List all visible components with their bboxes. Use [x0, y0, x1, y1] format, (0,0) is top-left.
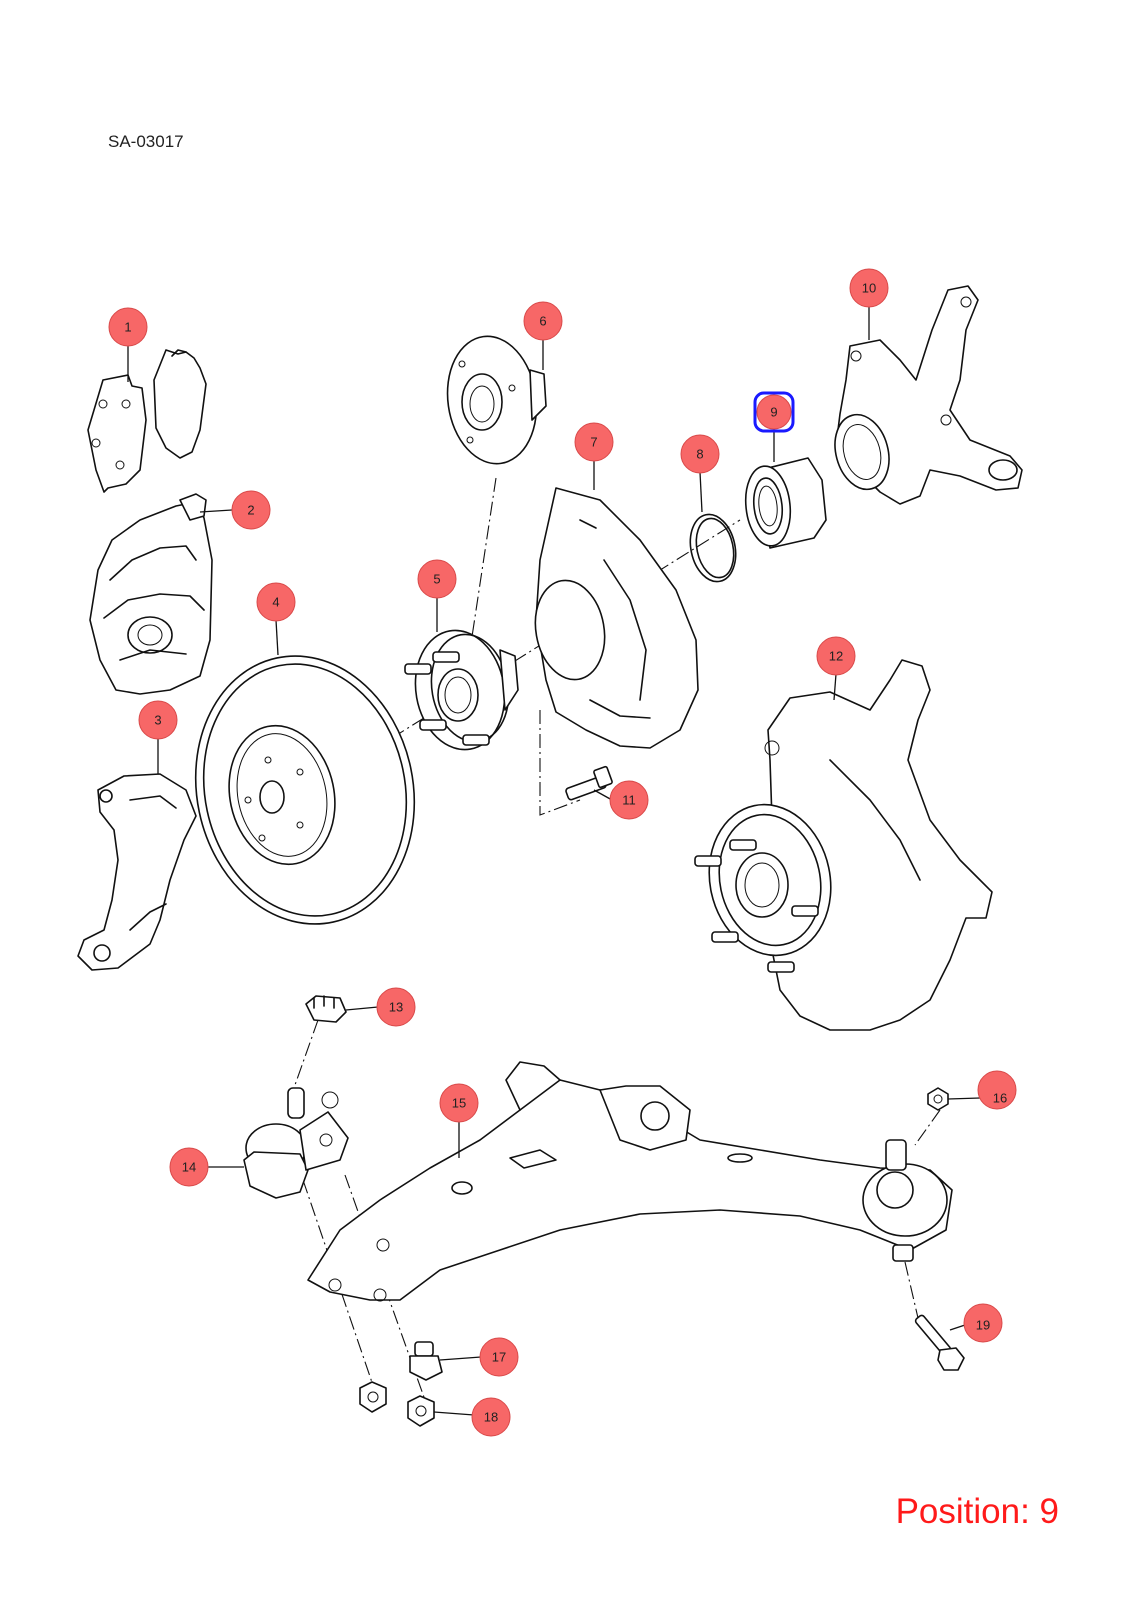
callout-18[interactable]: 18 — [471, 1397, 511, 1437]
lower-control-arm[interactable] — [307, 1061, 953, 1302]
callout-leaders — [127, 306, 981, 1416]
dust-shield[interactable] — [528, 487, 699, 749]
callout-19[interactable]: 19 — [963, 1303, 1003, 1343]
callout-3[interactable]: 3 — [138, 700, 178, 740]
callout-number: 7 — [590, 435, 597, 450]
callout-number: 10 — [862, 281, 876, 296]
callout-number: 4 — [272, 595, 279, 610]
callout-7[interactable]: 7 — [574, 422, 614, 462]
callout-13[interactable]: 13 — [376, 987, 416, 1027]
callout-8[interactable]: 8 — [680, 434, 720, 474]
callout-6[interactable]: 6 — [523, 301, 563, 341]
callout-14[interactable]: 14 — [169, 1147, 209, 1187]
wheel-hub[interactable] — [404, 623, 519, 756]
callout-number: 14 — [182, 1160, 196, 1175]
callout-9[interactable]: 9 — [756, 394, 792, 430]
callout-number: 19 — [976, 1318, 990, 1333]
knuckle-hub-assembly[interactable] — [694, 659, 993, 1031]
callout-5[interactable]: 5 — [417, 559, 457, 599]
brake-caliper[interactable] — [89, 493, 213, 695]
hub-flange[interactable] — [440, 330, 547, 469]
callout-16[interactable]: 16 — [977, 1070, 1017, 1110]
caliper-mounting-bracket[interactable] — [77, 773, 197, 971]
bolt-17[interactable] — [409, 1341, 443, 1381]
castle-nut[interactable] — [305, 995, 347, 1023]
callout-15[interactable]: 15 — [439, 1083, 479, 1123]
brake-disc[interactable] — [171, 635, 438, 944]
hub-bolt[interactable] — [565, 765, 613, 801]
callout-number: 11 — [622, 793, 636, 808]
callout-number: 15 — [452, 1096, 466, 1111]
callout-number: 3 — [154, 713, 161, 728]
callout-17[interactable]: 17 — [479, 1337, 519, 1377]
callout-number: 5 — [433, 572, 440, 587]
diagram-code: SA-03017 — [108, 132, 184, 151]
callout-12[interactable]: 12 — [816, 636, 856, 676]
callout-number: 17 — [492, 1350, 506, 1365]
ball-joint[interactable] — [243, 1087, 349, 1199]
wheel-bearing[interactable] — [742, 457, 827, 549]
nut-18b[interactable] — [407, 1395, 435, 1427]
nut-18a[interactable] — [359, 1381, 387, 1413]
callout-11[interactable]: 11 — [609, 780, 649, 820]
callout-number: 8 — [696, 447, 703, 462]
callout-number: 18 — [484, 1410, 498, 1425]
brake-pad-set[interactable] — [87, 349, 207, 493]
callout-4[interactable]: 4 — [256, 582, 296, 622]
nut-16[interactable] — [927, 1087, 949, 1111]
snap-ring[interactable] — [684, 510, 741, 586]
position-label: Position: 9 — [895, 1492, 1059, 1531]
callout-number: 1 — [124, 320, 131, 335]
callout-number: 9 — [770, 405, 777, 420]
callout-number: 12 — [829, 649, 843, 664]
steering-knuckle[interactable] — [827, 285, 1023, 505]
callout-10[interactable]: 10 — [849, 268, 889, 308]
callout-number: 6 — [539, 314, 546, 329]
callout-number: 2 — [247, 503, 254, 518]
bolt-19[interactable] — [914, 1314, 965, 1371]
selected-callout-outline — [753, 391, 795, 433]
callout-1[interactable]: 1 — [108, 307, 148, 347]
callout-number: 13 — [389, 1000, 403, 1015]
callout-2[interactable]: 2 — [231, 490, 271, 530]
callout-number: 16 — [993, 1091, 1007, 1106]
